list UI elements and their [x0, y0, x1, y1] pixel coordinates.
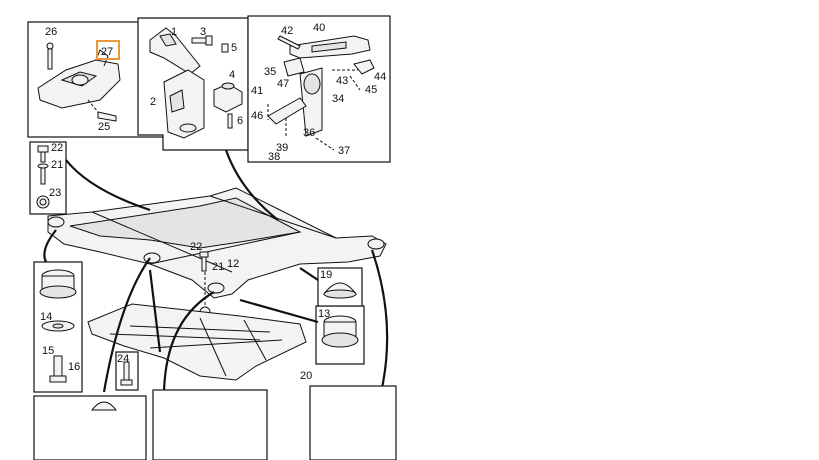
bracket-44 — [353, 59, 375, 75]
callout-45: 45 — [365, 84, 377, 96]
box-bushing-13: 13 — [315, 305, 365, 365]
callout-21-left: 21 — [51, 159, 63, 171]
callout-34: 34 — [332, 93, 344, 105]
bottom-clipped-boxes — [33, 385, 397, 460]
mount-4-part — [213, 82, 243, 113]
box-bolt-24: 24 — [115, 351, 139, 391]
bolt-6 — [227, 113, 233, 129]
callout-43: 43 — [336, 75, 348, 87]
bolt-3 — [191, 35, 213, 46]
callout-26: 26 — [45, 26, 57, 38]
callout-13: 13 — [318, 308, 330, 320]
callout-23-left: 23 — [49, 187, 61, 199]
callout-38: 38 — [268, 151, 280, 163]
box-torque-rod: 42 40 35 47 43 44 45 41 34 46 36 39 37 3… — [247, 15, 391, 163]
washer-21-part — [37, 163, 49, 185]
callout-37: 37 — [338, 145, 350, 157]
bushing-top-part — [39, 269, 77, 299]
ring-23-part — [36, 195, 50, 209]
callout-22-left: 22 — [51, 142, 63, 154]
bolt-15-part — [49, 355, 67, 383]
callout-25: 25 — [98, 121, 110, 133]
box-cap-19: 19 — [317, 267, 363, 307]
callout-47: 47 — [277, 78, 289, 90]
callout-21-center: 21 — [212, 261, 224, 273]
bushing-35 — [283, 57, 305, 77]
subframe-part — [47, 187, 387, 299]
washer-5 — [221, 43, 229, 53]
callout-27: 27 — [101, 46, 113, 58]
callout-2: 2 — [150, 96, 156, 108]
callout-39: 39 — [276, 142, 288, 154]
mount-2-part — [163, 69, 205, 139]
callout-1: 1 — [171, 26, 177, 38]
callout-46: 46 — [251, 110, 263, 122]
bolt-42 — [277, 35, 301, 50]
connector-lines — [43, 149, 389, 393]
callout-35: 35 — [264, 66, 276, 78]
washer-14-part — [41, 320, 75, 332]
callout-44: 44 — [374, 71, 386, 83]
callout-3: 3 — [200, 26, 206, 38]
callout-42: 42 — [281, 25, 293, 37]
callout-5: 5 — [231, 42, 237, 54]
callout-41: 41 — [251, 85, 263, 97]
callout-19: 19 — [320, 269, 332, 281]
callout-4: 4 — [229, 69, 235, 81]
callout-20: 20 — [300, 370, 312, 382]
rod-40-part — [289, 35, 371, 59]
highlight-box-27 — [96, 40, 120, 60]
mount-1-part — [149, 27, 201, 75]
box-bolt-set-left: 22 21 23 — [29, 141, 67, 215]
bolt-25 — [87, 99, 117, 122]
arm-34-part — [267, 67, 323, 137]
callout-6: 6 — [237, 115, 243, 127]
mount-bracket-part — [37, 49, 121, 109]
callout-12: 12 — [227, 258, 239, 270]
bolt-22-part — [37, 145, 49, 163]
bolt-26 — [46, 42, 54, 70]
callout-22-center: 22 — [190, 241, 202, 253]
box-bushing: 14 15 16 — [33, 261, 83, 393]
callout-24: 24 — [117, 353, 129, 365]
callout-40: 40 — [313, 22, 325, 34]
callout-15: 15 — [42, 345, 54, 357]
callout-16: 16 — [68, 361, 80, 373]
box-engine-mount: 1 3 5 4 2 6 — [137, 17, 249, 151]
callout-14: 14 — [40, 311, 52, 323]
callout-36: 36 — [303, 127, 315, 139]
